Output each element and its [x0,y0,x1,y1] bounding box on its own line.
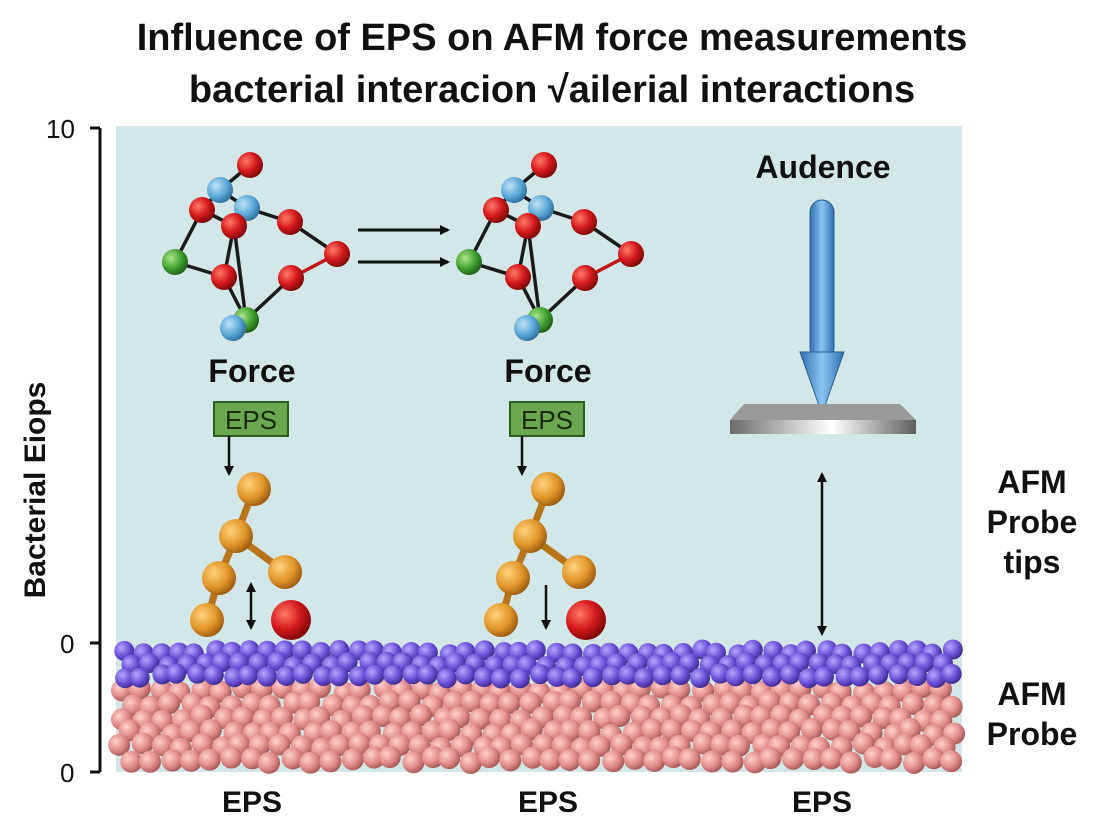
probe-tips-line-1: AFM [997,464,1067,500]
y-tick-middle: 0 [60,629,75,659]
transition-arrows [358,225,450,267]
force-label-left: Force [208,353,295,389]
substrate-layer [108,676,966,774]
molecule-cluster-left [162,152,350,341]
eps-chain-middle [484,472,596,637]
probe-line-1: AFM [997,676,1067,712]
red-particle-left [271,600,311,640]
molecule-cluster-middle [456,152,644,341]
title-line-2: bacterial interacion √ailerial interacti… [188,69,916,111]
red-particle-middle [566,600,606,640]
side-label-probe: AFM Probe [962,674,1102,754]
eps-box-left [213,401,289,437]
eps-box-middle [509,401,585,437]
bottom-label-left: EPS [221,786,283,819]
eps-arrows [224,436,551,630]
afm-probe-plate [730,404,916,434]
y-axis-label-text: Bacterial Eiops [19,381,52,599]
y-tick-bottom: 0 [60,758,75,788]
eps-box-middle-label: EPS [521,405,573,435]
bottom-label-right: EPS [791,786,853,819]
probe-tips-line-3: tips [1003,544,1061,580]
audence-label: Audence [755,149,890,185]
force-label-middle: Force [504,353,591,389]
bottom-label-middle: EPS [517,786,579,819]
probe-tips-line-2: Probe [986,504,1078,540]
title-line-1: Influence of EPS on AFM force measuremen… [136,17,968,59]
y-axis [90,126,102,774]
eps-box-left-label: EPS [225,405,277,435]
y-tick-top: 10 [46,114,75,144]
bacterial-surface-layer [114,639,963,689]
probe-line-2: Probe [986,716,1078,752]
side-label-probe-tips: AFM Probe tips [962,462,1102,582]
afm-probe-arrow [799,199,845,416]
eps-chain-left [190,472,302,637]
